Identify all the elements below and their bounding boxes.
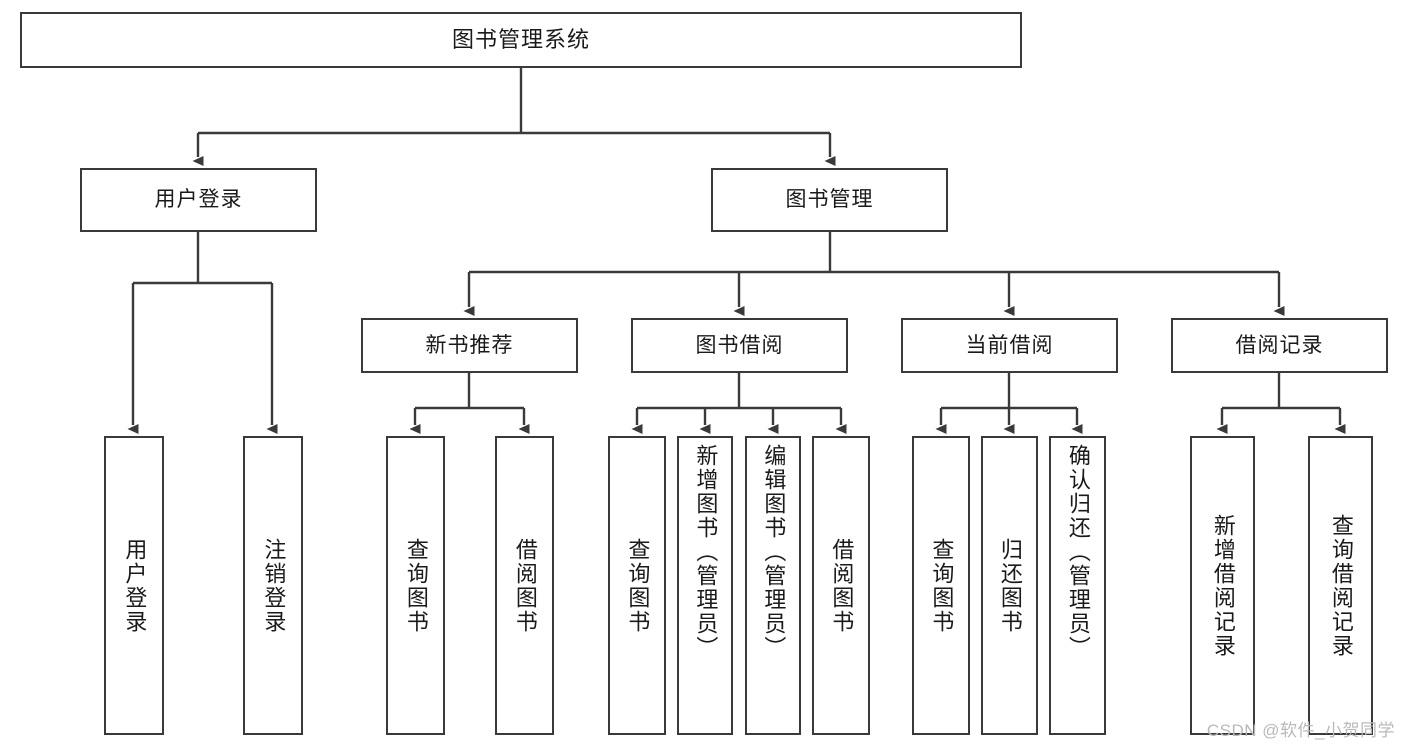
leaf-new-book-query[interactable]: 查询图书: [386, 436, 445, 735]
node-book-borrow[interactable]: 图书借阅: [631, 318, 848, 373]
node-label: 图书管理系统: [451, 26, 590, 52]
leaf-new-book-borrow[interactable]: 借阅图书: [495, 436, 554, 735]
node-label: 图书管理: [785, 188, 874, 212]
leaf-book-borrow-query[interactable]: 查询图书: [608, 436, 666, 735]
node-label: 查询图书: [403, 537, 429, 634]
leaf-borrow-record-query[interactable]: 查询借阅记录: [1308, 436, 1373, 735]
node-borrow-record[interactable]: 借阅记录: [1171, 318, 1388, 373]
node-label: 用户登录: [122, 537, 148, 634]
node-label: 当前借阅: [965, 333, 1054, 357]
node-label: 新增图书（管理员）: [693, 444, 719, 660]
node-label: 查询图书: [929, 537, 955, 634]
node-new-book-recommend[interactable]: 新书推荐: [361, 318, 578, 373]
leaf-user-login-signout[interactable]: 注销登录: [243, 436, 303, 735]
node-label: 查询图书: [625, 537, 651, 634]
node-label: 借阅图书: [512, 537, 538, 634]
leaf-book-borrow-lend[interactable]: 借阅图书: [812, 436, 870, 735]
leaf-current-borrow-return[interactable]: 归还图书: [981, 436, 1038, 735]
node-label: 新增借阅记录: [1210, 513, 1236, 658]
node-label: 借阅记录: [1235, 333, 1324, 357]
node-label: 确认归还（管理员）: [1065, 444, 1091, 660]
node-label: 用户登录: [154, 188, 243, 212]
node-label: 借阅图书: [829, 537, 855, 634]
csdn-watermark: CSDN @软件_小贺同学: [1206, 721, 1395, 740]
node-label: 注销登录: [261, 537, 287, 634]
node-label: 新书推荐: [425, 333, 514, 357]
leaf-book-borrow-add[interactable]: 新增图书（管理员）: [677, 436, 733, 735]
leaf-current-borrow-query[interactable]: 查询图书: [912, 436, 970, 735]
leaf-book-borrow-edit[interactable]: 编辑图书（管理员）: [745, 436, 801, 735]
node-current-borrow[interactable]: 当前借阅: [901, 318, 1118, 373]
node-user-login[interactable]: 用户登录: [80, 168, 317, 232]
leaf-current-borrow-confirm-return[interactable]: 确认归还（管理员）: [1049, 436, 1106, 735]
node-book-management[interactable]: 图书管理: [711, 168, 948, 232]
node-root-system[interactable]: 图书管理系统: [20, 12, 1022, 68]
leaf-borrow-record-add[interactable]: 新增借阅记录: [1190, 436, 1255, 735]
node-label: 编辑图书（管理员）: [761, 444, 787, 660]
leaf-user-login-signin[interactable]: 用户登录: [104, 436, 164, 735]
node-label: 归还图书: [997, 537, 1023, 634]
node-label: 图书借阅: [695, 333, 784, 357]
node-label: 查询借阅记录: [1328, 513, 1354, 658]
